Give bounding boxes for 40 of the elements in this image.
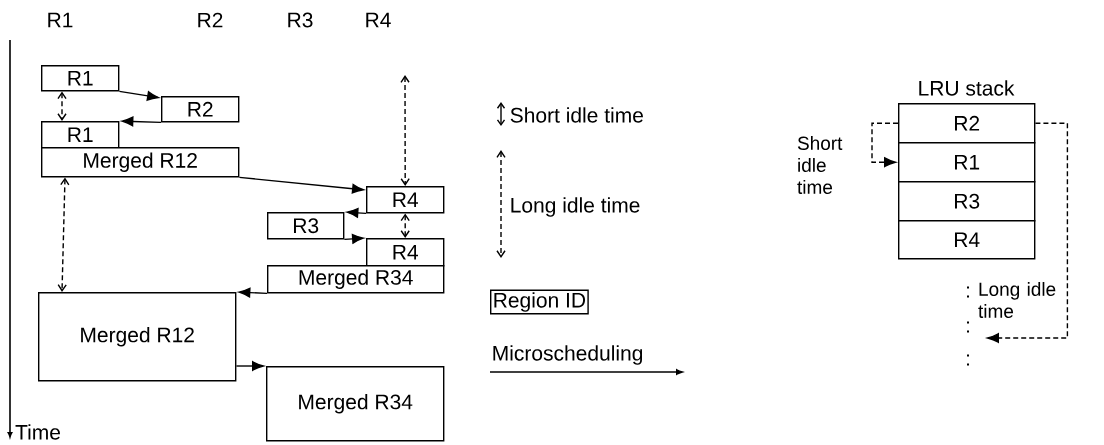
region-box: R4	[898, 220, 1036, 260]
legend-text: Microscheduling	[493, 345, 643, 365]
arrow	[235, 361, 264, 371]
region-box: Merged R34	[266, 366, 445, 442]
region-box: R1	[41, 121, 120, 149]
arrow	[121, 116, 162, 127]
ellipsis-mark: :	[967, 286, 969, 298]
column-label: R2	[198, 12, 223, 28]
axis-label: Time	[15, 424, 60, 440]
edge-label: Long idle time	[977, 281, 1059, 319]
column-label: R3	[288, 12, 313, 28]
legend-box: Region ID	[490, 289, 589, 315]
arrow	[400, 213, 410, 238]
arrow	[57, 177, 70, 292]
ellipsis-mark: :	[967, 321, 969, 333]
region-box: R1	[41, 65, 120, 92]
region-box: R4	[366, 238, 445, 267]
edge-label: Short idle time	[796, 135, 864, 195]
arrow	[238, 176, 364, 194]
arrow	[238, 287, 268, 298]
region-box: R3	[898, 181, 1036, 222]
arrow	[118, 90, 159, 101]
region-box: R1	[898, 142, 1036, 183]
arrow	[343, 233, 364, 244]
legend-text: Long idle time	[511, 197, 640, 217]
stack-title: LRU stack	[919, 80, 1015, 96]
region-box: R2	[898, 103, 1036, 144]
region-box: R4	[366, 186, 445, 214]
column-label: R1	[48, 12, 73, 28]
region-box: Merged R12	[38, 292, 237, 382]
region-box: R3	[267, 212, 345, 240]
region-box: R2	[161, 96, 240, 123]
ellipsis-mark: :	[967, 354, 969, 366]
column-label: R4	[366, 12, 391, 28]
legend-text: Short idle time	[510, 107, 643, 123]
arrow	[987, 122, 1069, 343]
arrow	[871, 122, 899, 168]
arrow	[57, 91, 67, 121]
arrow	[400, 75, 410, 186]
arrow	[346, 207, 367, 218]
